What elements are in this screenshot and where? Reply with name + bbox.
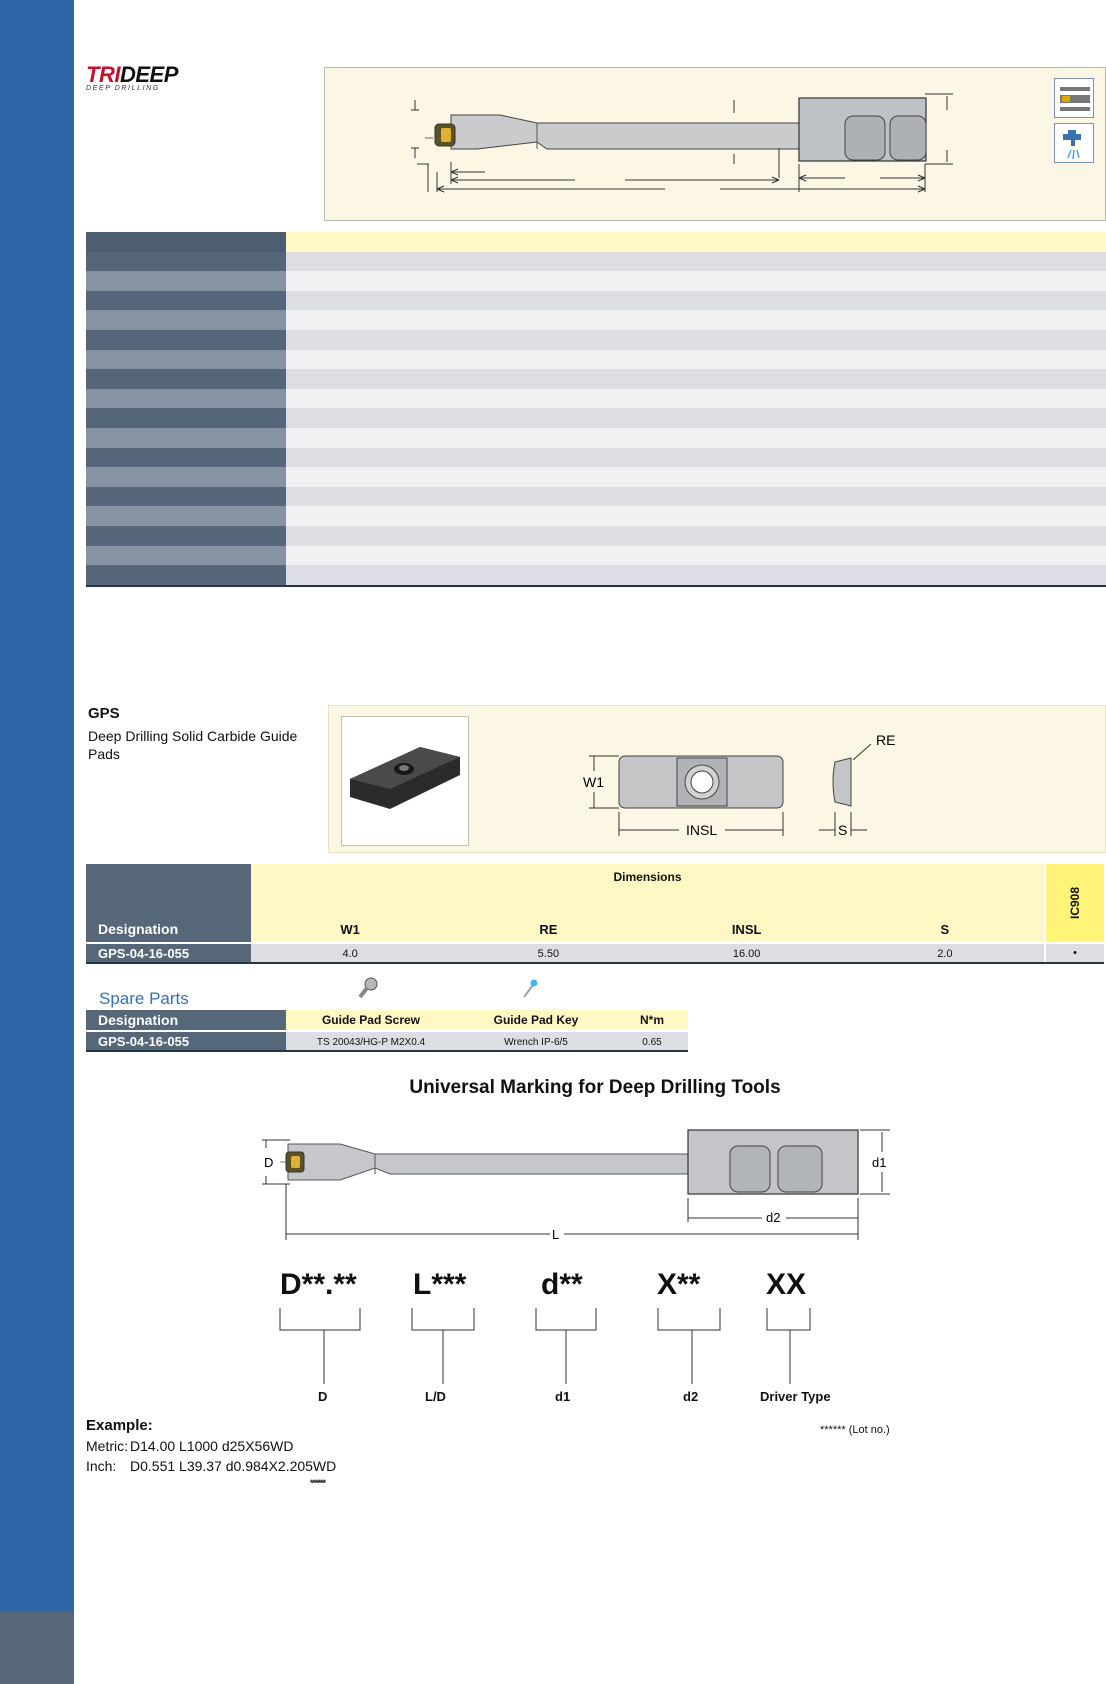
value-insl: 16.00 [732, 948, 761, 960]
spare-parts-title: Spare Parts [99, 989, 189, 1008]
spec-table-row [86, 447, 1106, 468]
column-re: RE [539, 922, 558, 937]
torque-value: 0.65 [616, 1032, 688, 1050]
lot-number-note: ****** (Lot no.) [820, 1424, 890, 1436]
spec-table-row [86, 290, 1106, 311]
spare-parts-header: Designation Guide Pad Screw Guide Pad Ke… [86, 1010, 688, 1030]
spec-table-row [86, 388, 1106, 409]
marking-drill-drawing: D d1 d2 L [250, 1122, 910, 1247]
grade-availability-mark: • [1044, 944, 1104, 962]
spec-table-row [86, 369, 1106, 389]
code-label-l-over-d: L/D [425, 1389, 446, 1404]
guide-pad-diagram-panel: W1 INSL S RE [328, 705, 1106, 853]
left-sidebar-footer-block [0, 1612, 74, 1684]
code-part-shank-diameter: d** [541, 1268, 583, 1301]
spare-designation: GPS-04-16-055 [86, 1032, 286, 1050]
designation-header: Designation [86, 864, 251, 942]
lot-number-stars: ****** [310, 1478, 326, 1488]
spec-table-row [86, 486, 1106, 507]
column-s: S [940, 922, 950, 937]
inch-label: Inch: [86, 1458, 117, 1474]
spec-table-row [86, 545, 1106, 566]
table-row: GPS-04-16-055 TS 20043/HG-P M2X0.4 Wrenc… [86, 1030, 688, 1050]
spec-table-row [86, 467, 1106, 487]
dimensions-table: Designation Dimensions W1 RE INSL S IC90… [86, 864, 1104, 964]
guide-pad-screw: TS 20043/HG-P M2X0.4 [286, 1032, 456, 1050]
spec-table-row [86, 565, 1106, 585]
drill-drawing-panel [324, 67, 1106, 221]
inch-example: D0.551 L39.37 d0.984X2.205WD [130, 1458, 337, 1474]
spec-table-row [86, 349, 1106, 370]
d-label: D [264, 1155, 273, 1170]
spec-table-row [86, 329, 1106, 350]
value-re: 5.50 [537, 948, 560, 960]
code-part-driver-type: XX [766, 1268, 807, 1301]
s-label: S [838, 822, 847, 838]
d1-label: d1 [872, 1155, 886, 1170]
table-row: GPS-04-16-055 4.0 5.50 16.00 2.0 • [86, 942, 1104, 962]
code-part-length: L*** [413, 1268, 467, 1301]
torque-header: N*m [616, 1010, 688, 1030]
dimensions-header: Dimensions [613, 870, 682, 884]
screw-icon [356, 976, 380, 1000]
code-label-d2: d2 [683, 1389, 699, 1404]
key-wrench-icon [518, 977, 542, 1001]
code-label-driver-type: Driver Type [760, 1389, 831, 1404]
guide-pad-key-header: Guide Pad Key [456, 1010, 616, 1030]
spare-designation-header: Designation [86, 1010, 286, 1030]
gps-description: Deep Drilling Solid Carbide Guide Pads [88, 728, 298, 762]
spec-table-row [86, 506, 1106, 526]
guide-pad-screw-header: Guide Pad Screw [286, 1010, 456, 1030]
tri-deep-logo: TRIDEEP DEEP DRILLING [86, 64, 196, 96]
gps-code: GPS [88, 705, 120, 722]
deep-drill-drawing [411, 93, 953, 193]
spare-parts-table: Designation Guide Pad Screw Guide Pad Ke… [86, 1010, 688, 1052]
code-label-d1: d1 [555, 1389, 571, 1404]
metric-example: D14.00 L1000 d25X56WD [130, 1438, 294, 1454]
code-part-shank-length: X** [657, 1268, 701, 1301]
guide-pad-key: Wrench IP-6/5 [456, 1032, 616, 1050]
code-part-diameter: D**.** [280, 1268, 357, 1301]
column-insl: INSL [731, 922, 762, 937]
marking-example: Example: Metric: D14.00 L1000 d25X56WD I… [86, 1416, 336, 1476]
code-label-d: D [318, 1389, 328, 1404]
spec-table-row [86, 408, 1106, 428]
value-w1: 4.0 [342, 948, 358, 960]
spec-table-row [86, 427, 1106, 448]
guide-pad-photo [341, 716, 469, 846]
re-label: RE [876, 732, 895, 748]
left-sidebar-band [0, 0, 74, 1684]
metric-label: Metric: [86, 1438, 128, 1454]
spec-table-row [86, 310, 1106, 330]
logo-wordmark: TRIDEEP [86, 62, 178, 87]
value-s: 2.0 [937, 948, 953, 960]
logo-subtitle: DEEP DRILLING [86, 85, 160, 92]
spec-table-row [86, 525, 1106, 546]
row-designation: GPS-04-16-055 [86, 944, 251, 962]
guide-pad-technical-drawing: W1 INSL S RE [583, 732, 895, 838]
coolant-tap-icon [1054, 123, 1094, 163]
d2-label: d2 [766, 1210, 780, 1225]
dimensions-table-header: Designation Dimensions W1 RE INSL S IC90… [86, 864, 1104, 942]
spec-table-row [86, 271, 1106, 291]
insl-label: INSL [686, 822, 717, 838]
spec-table [86, 232, 1106, 587]
spec-table-row [86, 251, 1106, 272]
example-title: Example: [86, 1417, 153, 1434]
marking-title: Universal Marking for Deep Drilling Tool… [409, 1077, 781, 1098]
grade-header: IC908 [1068, 886, 1082, 920]
w1-label: W1 [583, 774, 604, 790]
column-w1: W1 [340, 922, 360, 937]
l-label: L [552, 1227, 559, 1242]
insert-drill-icon [1054, 78, 1094, 118]
spec-table-header-row [86, 232, 1106, 252]
code-brackets [279, 1308, 811, 1384]
